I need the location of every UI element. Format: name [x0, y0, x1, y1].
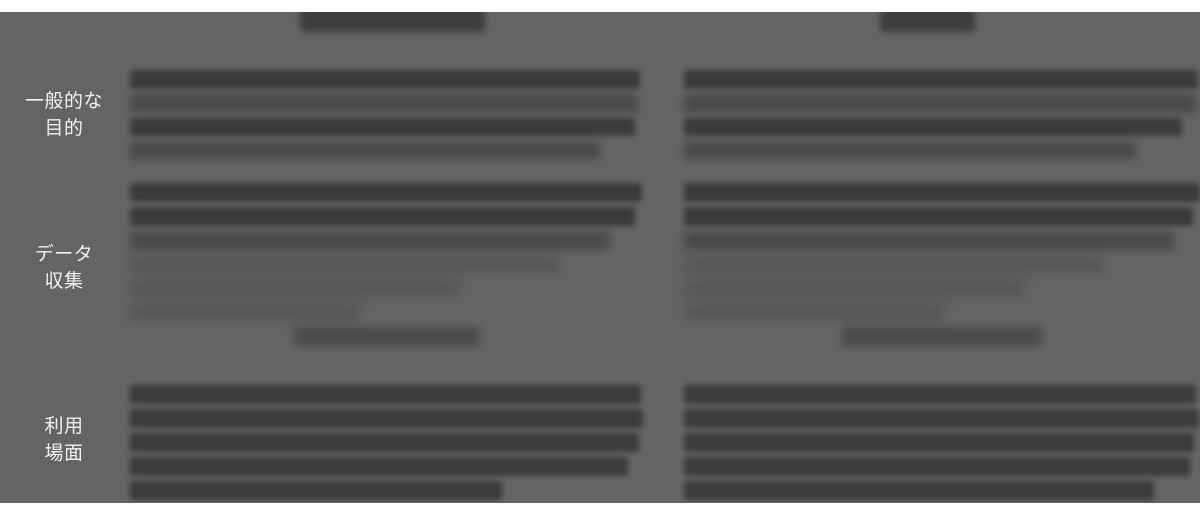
redacted-text-line — [684, 279, 1024, 298]
row-label-line: 一般的な — [24, 89, 103, 112]
cell-use-scenarios-column-a — [130, 380, 643, 503]
redacted-text-line — [684, 141, 1136, 160]
redacted-text-line — [130, 457, 628, 476]
redacted-text-line — [130, 117, 635, 137]
cell-data-collection-column-b — [684, 177, 1200, 352]
bottom-gutter — [0, 503, 1200, 515]
redacted-text-line — [684, 433, 1194, 452]
cell-general-purpose-column-a — [130, 70, 643, 160]
redacted-text-line — [130, 207, 635, 226]
redacted-text-line — [130, 70, 640, 89]
redacted-text-line — [130, 433, 639, 452]
redacted-text-line — [130, 279, 460, 298]
redacted-text-line — [130, 183, 642, 202]
redacted-text-line — [880, 12, 975, 32]
column-b-header — [880, 12, 975, 32]
redacted-text-line — [294, 327, 479, 346]
redacted-text-line — [300, 12, 485, 32]
row-label-use-scenarios: 利用 場面 — [0, 392, 128, 487]
row-label-line: 利用 — [44, 414, 84, 437]
row-label-line: 場面 — [44, 441, 84, 464]
row-label-line: 収集 — [44, 269, 84, 292]
redacted-text-line — [684, 183, 1200, 202]
redacted-text-line — [684, 481, 1154, 500]
column-a-header — [300, 12, 485, 32]
redacted-text-line — [130, 481, 502, 500]
redacted-text-line — [130, 255, 560, 274]
redacted-text-line — [130, 303, 360, 322]
redacted-text-line — [842, 327, 1042, 346]
redacted-text-line — [684, 231, 1174, 250]
redacted-text-line — [684, 385, 1196, 404]
comparison-table: 一般的な 目的 データ 収集 — [0, 12, 1200, 503]
redacted-text-line — [684, 117, 1182, 137]
redacted-text-line — [130, 385, 641, 404]
redacted-text-line — [684, 457, 1190, 476]
redacted-text-line — [684, 409, 1199, 428]
redacted-text-line — [130, 141, 600, 160]
row-label-line: データ — [34, 242, 94, 265]
redacted-text-line — [684, 207, 1193, 226]
cell-general-purpose-column-b — [684, 70, 1200, 160]
row-label-line: 目的 — [44, 116, 84, 139]
row-label-general-purpose: 一般的な 目的 — [0, 67, 128, 162]
row-label-data-collection: データ 収集 — [0, 220, 128, 315]
cell-data-collection-column-a — [130, 177, 643, 352]
redacted-text-line — [684, 70, 1198, 89]
redacted-text-line — [130, 231, 610, 250]
redacted-text-line — [684, 93, 1196, 113]
redacted-text-line — [130, 409, 643, 428]
redacted-text-line — [684, 255, 1104, 274]
redacted-text-line — [684, 303, 944, 322]
cell-use-scenarios-column-b — [684, 380, 1200, 503]
redacted-text-line — [130, 93, 638, 113]
